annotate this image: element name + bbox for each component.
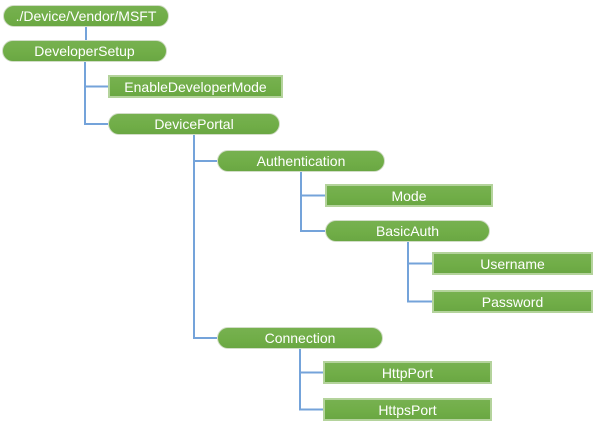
node-mode: Mode xyxy=(325,184,493,207)
edge-developersetup-deviceportal xyxy=(84,62,108,125)
edge-connection-httpport xyxy=(299,349,323,374)
node-password: Password xyxy=(432,290,593,313)
edge-deviceportal-authentication xyxy=(193,135,217,162)
node-https-port: HttpsPort xyxy=(323,398,492,421)
edge-basicauth-username xyxy=(407,242,432,265)
edge-developersetup-enabledevelopermode xyxy=(84,62,108,88)
edge-deviceportal-connection xyxy=(193,135,217,339)
node-basic-auth: BasicAuth xyxy=(325,220,490,242)
node-username: Username xyxy=(432,252,593,275)
node-connection: Connection xyxy=(217,327,383,349)
node-developer-setup: DeveloperSetup xyxy=(2,40,167,62)
edge-authentication-basicauth xyxy=(300,172,325,232)
node-root: ./Device/Vendor/MSFT xyxy=(3,5,169,27)
node-http-port: HttpPort xyxy=(323,361,492,384)
node-authentication: Authentication xyxy=(217,150,385,172)
node-device-portal: DevicePortal xyxy=(108,113,280,135)
edge-basicauth-password xyxy=(407,242,432,303)
edge-connection-httpsport xyxy=(299,349,323,411)
edge-authentication-mode xyxy=(300,172,325,197)
node-enable-developer-mode: EnableDeveloperMode xyxy=(108,75,283,98)
